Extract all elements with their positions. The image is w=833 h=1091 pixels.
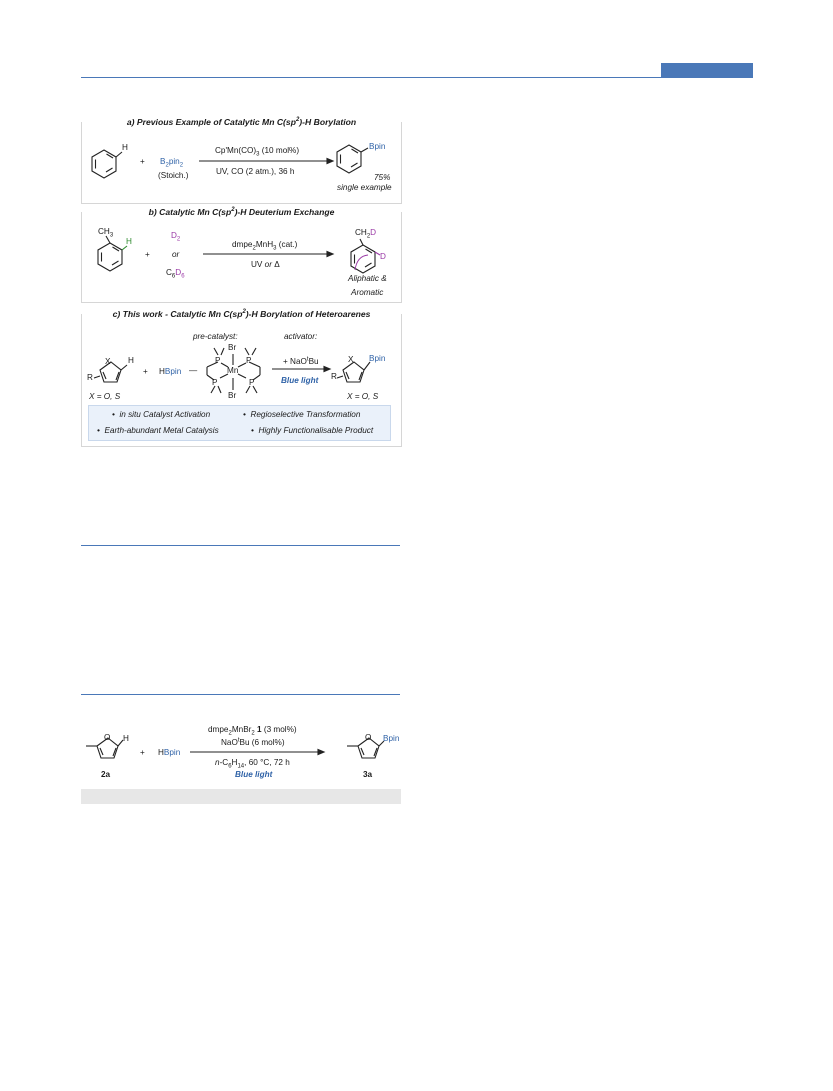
yield-note: single example bbox=[337, 183, 392, 192]
product-c-r: R bbox=[331, 372, 337, 381]
panel-c: c) This work - Catalytic Mn C(sp2)-H Bor… bbox=[81, 309, 402, 447]
benzene-h-label: H bbox=[122, 143, 128, 152]
panel-c-title: c) This work - Catalytic Mn C(sp2)-H Bor… bbox=[82, 309, 401, 319]
precatalyst-label: pre-catalyst: bbox=[193, 332, 238, 341]
bullet-item-4: • Highly Functionalisable Product bbox=[251, 426, 374, 435]
panel-a-title: a) Previous Example of Catalytic Mn C(sp… bbox=[82, 117, 401, 127]
hbpin-reagent-2: HBpin bbox=[158, 748, 181, 757]
section-rule-1 bbox=[81, 545, 400, 546]
plus-sign: + bbox=[140, 157, 145, 166]
header-tab bbox=[661, 63, 753, 77]
reagent-note: (Stoich.) bbox=[158, 171, 189, 180]
c6d6-reagent: C6D6 bbox=[166, 268, 185, 280]
activator-label: activator: bbox=[284, 332, 318, 341]
product-bpin: Bpin bbox=[369, 142, 386, 151]
product-b-ch2d: CH2D bbox=[355, 228, 377, 240]
panel-b: b) Catalytic Mn C(sp2)-H Deuterium Excha… bbox=[81, 207, 402, 303]
product-c-x: X bbox=[348, 355, 354, 364]
p-atom-3: P bbox=[212, 378, 218, 387]
panel-b-note-1: Aliphatic & bbox=[348, 274, 387, 283]
scheme2-cond-2: NaOtBu (6 mol%) bbox=[221, 737, 285, 747]
product-c-bpin: Bpin bbox=[369, 354, 386, 363]
bullet-item-1: • in situ Catalyst Activation bbox=[112, 410, 211, 419]
product-furan-ring bbox=[357, 737, 380, 759]
panel-b-cond-bottom: UV or Δ bbox=[251, 260, 280, 269]
br-top: Br bbox=[228, 343, 237, 352]
p-atom-4: P bbox=[249, 378, 255, 387]
p-atom-1: P bbox=[215, 356, 221, 365]
panel-b-title: b) Catalytic Mn C(sp2)-H Deuterium Excha… bbox=[82, 207, 401, 217]
plus-sign-b: + bbox=[145, 250, 150, 259]
product-furan-bpin: Bpin bbox=[383, 734, 400, 743]
compound-3a-label: 3a bbox=[363, 770, 373, 779]
table-header-bar bbox=[81, 789, 401, 804]
aromatic-h-label: H bbox=[126, 237, 132, 246]
scheme2-blue-light: Blue light bbox=[235, 770, 273, 779]
p-atom-2: P bbox=[246, 356, 252, 365]
heteroarene-ring bbox=[99, 361, 122, 383]
mn-center: Mn bbox=[227, 366, 239, 375]
b2pin2-reagent: B2pin2 bbox=[160, 157, 184, 169]
scheme2-cond-1: dmpe2MnBr2 1 (3 mol%) bbox=[208, 725, 297, 737]
methylfuran-ring bbox=[96, 737, 119, 759]
yield-value: 75% bbox=[374, 173, 391, 182]
blue-light-label: Blue light bbox=[281, 376, 319, 385]
or-label: or bbox=[172, 250, 180, 259]
hbpin-reagent-c: HBpin bbox=[159, 367, 182, 376]
product-furan-o: O bbox=[365, 733, 372, 742]
product-c-ring bbox=[342, 361, 365, 383]
product-b-d: D bbox=[380, 252, 386, 261]
substrate-r: R bbox=[87, 373, 93, 382]
plus-sign-c: + bbox=[143, 367, 148, 376]
section-rule-2 bbox=[81, 694, 400, 695]
feature-bullets bbox=[88, 405, 391, 441]
panel-b-note-2: Aromatic bbox=[351, 288, 384, 297]
panel-a-cond-top: Cp'Mn(CO)3 (10 mol%) bbox=[215, 146, 300, 158]
header-rule bbox=[81, 77, 753, 78]
panel-b-cond-top: dmpe2MnH3 (cat.) bbox=[232, 240, 298, 252]
product-c-scope: X = O, S bbox=[347, 392, 379, 401]
scheme2-cond-3: n-C6H14, 60 °C, 72 h bbox=[215, 758, 290, 770]
bullet-item-3: • Earth-abundant Metal Catalysis bbox=[97, 426, 219, 435]
br-bottom: Br bbox=[228, 391, 237, 400]
methyl-label: CH3 bbox=[98, 227, 114, 239]
d2-reagent: D2 bbox=[171, 231, 181, 243]
substrate-scope: X = O, S bbox=[89, 392, 121, 401]
panel-a: a) Previous Example of Catalytic Mn C(sp… bbox=[81, 117, 402, 204]
plus-sign-2: + bbox=[140, 748, 145, 757]
activator-reagent: + NaOtBu bbox=[283, 356, 319, 366]
substrate-x: X bbox=[105, 357, 111, 366]
furan-o: O bbox=[104, 733, 111, 742]
bullet-item-2: • Regioselective Transformation bbox=[243, 410, 361, 419]
compound-2a-label: 2a bbox=[101, 770, 111, 779]
substrate-h: H bbox=[128, 356, 134, 365]
furan-h: H bbox=[123, 734, 129, 743]
panel-a-cond-bottom: UV, CO (2 atm.), 36 h bbox=[216, 167, 295, 176]
dash-c: — bbox=[189, 366, 198, 375]
